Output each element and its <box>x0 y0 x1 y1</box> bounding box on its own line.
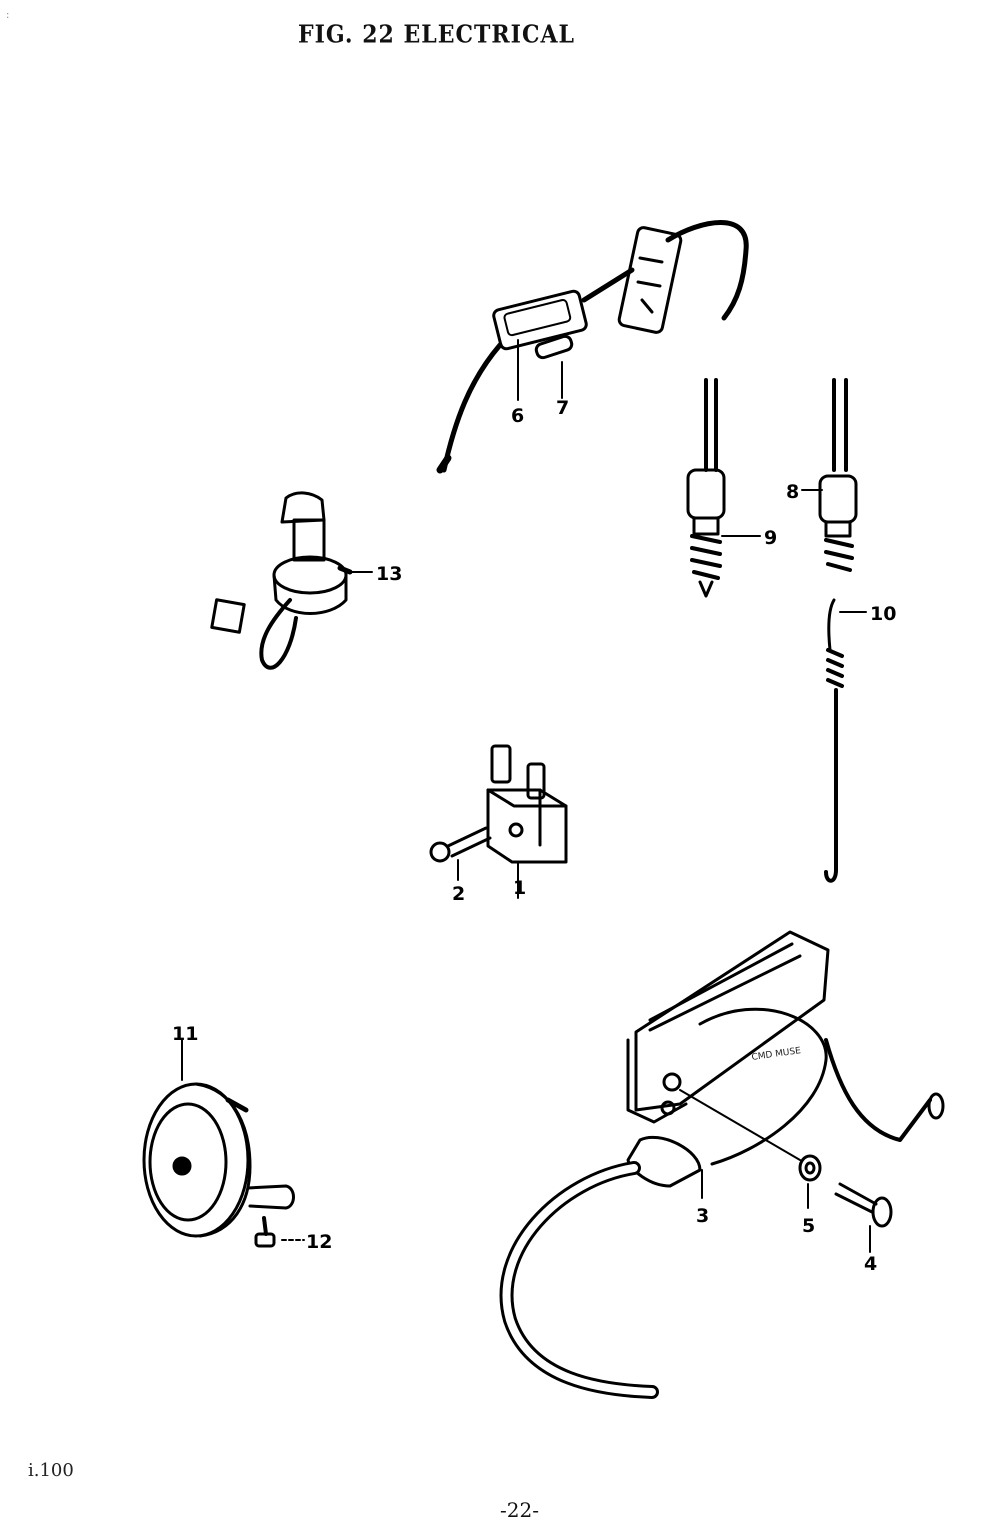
callout-13: 13 <box>376 563 402 585</box>
callout-10: 10 <box>870 603 896 625</box>
callout-6: 6 <box>511 405 524 427</box>
horn <box>142 1082 295 1238</box>
horn-screw <box>254 1216 276 1248</box>
callout-11: 11 <box>172 1023 198 1045</box>
callout-3: 3 <box>696 1205 709 1227</box>
page-number: -22- <box>500 1498 539 1522</box>
fuse-holder-assembly <box>436 220 749 474</box>
callout-7: 7 <box>556 397 569 419</box>
rectifier-screw <box>429 826 492 863</box>
callout-4: 4 <box>864 1253 877 1275</box>
callout-5: 5 <box>802 1215 815 1237</box>
spark-plug-right <box>818 378 858 572</box>
rectifier <box>486 744 568 864</box>
model-code: i.100 <box>28 1460 74 1481</box>
callout-2: 2 <box>452 883 465 905</box>
spring-rod <box>824 598 844 883</box>
page-title: FIG. 22 ELECTRICAL <box>298 20 576 50</box>
coil-washer <box>798 1154 822 1182</box>
callout-1: 1 <box>513 877 526 899</box>
coil-screw <box>834 1182 893 1228</box>
corner-mark: : <box>6 10 10 21</box>
ignition-switch <box>210 491 353 670</box>
callout-9: 9 <box>764 527 777 549</box>
callout-8: 8 <box>786 481 799 503</box>
fuse <box>534 334 574 360</box>
spark-plug-left <box>686 378 726 598</box>
ignition-coil <box>499 930 945 1399</box>
callout-12: 12 <box>306 1231 332 1253</box>
